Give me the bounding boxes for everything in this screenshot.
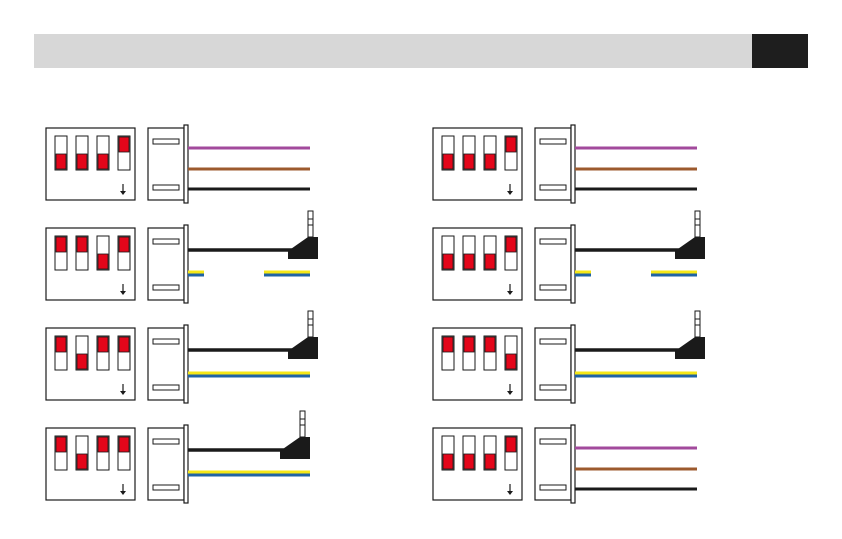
connector-pin-bottom xyxy=(153,485,179,490)
connector-flange xyxy=(184,325,188,403)
connector-flange xyxy=(571,125,575,203)
jack-plug-body xyxy=(675,337,705,359)
config-left-1 xyxy=(46,125,310,203)
dip-switch-knob-off xyxy=(443,254,453,269)
dip-switch-knob-on xyxy=(119,137,129,152)
connector-pin-top xyxy=(540,239,566,244)
connector-pin-top xyxy=(153,239,179,244)
dip-switch-knob-on xyxy=(119,437,129,452)
connector-pin-top xyxy=(540,139,566,144)
config-right-4 xyxy=(433,425,697,503)
dip-switch-knob-off xyxy=(443,454,453,469)
dip-switch-knob-on xyxy=(77,237,87,252)
jack-plug-pin xyxy=(300,411,305,437)
dip-switch-knob-off xyxy=(56,154,66,169)
config-right-1 xyxy=(433,125,697,203)
dip-switch-knob-on xyxy=(506,237,516,252)
config-left-2 xyxy=(46,211,318,303)
config-right-3 xyxy=(433,311,705,403)
dip-switch-knob-on xyxy=(98,437,108,452)
dip-switch-knob-on xyxy=(443,337,453,352)
jack-plug-pin xyxy=(308,211,313,237)
dip-switch-knob-off xyxy=(464,154,474,169)
connector-pin-top xyxy=(540,339,566,344)
dip-switch-knob-on xyxy=(506,437,516,452)
connector-flange xyxy=(571,425,575,503)
connector-flange xyxy=(571,225,575,303)
connector-pin-bottom xyxy=(540,285,566,290)
dip-switch-knob-on xyxy=(56,337,66,352)
connector-pin-top xyxy=(153,339,179,344)
dip-switch-knob-off xyxy=(506,354,516,369)
jack-plug-pin xyxy=(695,311,700,337)
connector-pin-bottom xyxy=(153,185,179,190)
dip-switch-knob-on xyxy=(506,137,516,152)
jack-plug-body xyxy=(675,237,705,259)
connector-flange xyxy=(184,225,188,303)
connector-pin-top xyxy=(540,439,566,444)
dip-switch-knob-off xyxy=(464,454,474,469)
jack-plug-pin xyxy=(308,311,313,337)
dip-switch-knob-on xyxy=(485,337,495,352)
connector-flange xyxy=(184,425,188,503)
connector-pin-bottom xyxy=(540,385,566,390)
dip-switch-knob-off xyxy=(98,154,108,169)
dip-switch-knob-off xyxy=(485,254,495,269)
connector-flange xyxy=(184,125,188,203)
config-left-3 xyxy=(46,311,318,403)
connector-pin-bottom xyxy=(540,485,566,490)
dip-switch-knob-off xyxy=(77,454,87,469)
jack-plug-body xyxy=(280,437,310,459)
dip-switch-knob-off xyxy=(485,454,495,469)
dip-switch-knob-off xyxy=(77,354,87,369)
dip-switch-knob-on xyxy=(464,337,474,352)
dip-switch-knob-on xyxy=(98,337,108,352)
connector-pin-bottom xyxy=(153,385,179,390)
jack-plug-body xyxy=(288,337,318,359)
connector-pin-top xyxy=(153,439,179,444)
connector-pin-bottom xyxy=(153,285,179,290)
dip-switch-knob-off xyxy=(77,154,87,169)
connector-flange xyxy=(571,325,575,403)
jack-plug-pin xyxy=(695,211,700,237)
dip-switch-knob-on xyxy=(56,437,66,452)
connector-pin-bottom xyxy=(540,185,566,190)
jack-plug-body xyxy=(288,237,318,259)
dip-switch-knob-off xyxy=(464,254,474,269)
config-right-2 xyxy=(433,211,705,303)
config-left-4 xyxy=(46,411,310,503)
connector-pin-top xyxy=(153,139,179,144)
dip-switch-knob-on xyxy=(119,237,129,252)
dip-switch-knob-off xyxy=(485,154,495,169)
dip-switch-knob-off xyxy=(443,154,453,169)
dip-switch-knob-on xyxy=(119,337,129,352)
dip-switch-knob-off xyxy=(98,254,108,269)
dip-switch-knob-on xyxy=(56,237,66,252)
